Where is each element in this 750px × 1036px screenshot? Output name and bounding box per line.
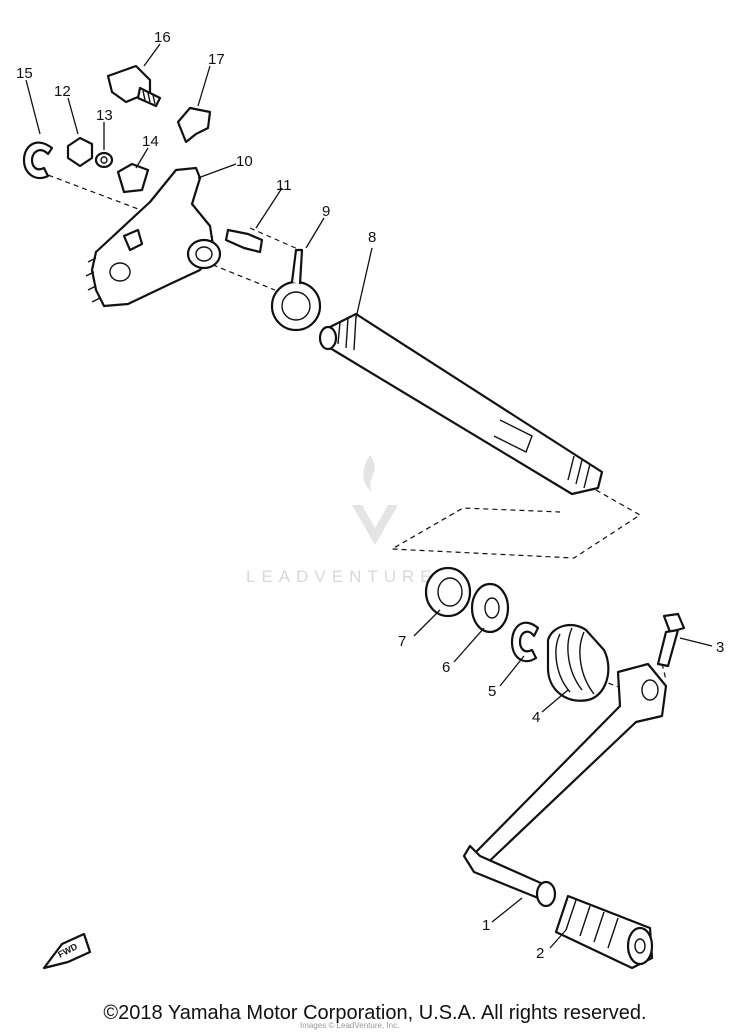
part-14-bracket [116,162,150,194]
shift-pedal-arm [462,662,668,908]
part-12-nut [66,136,94,168]
part-label-11: 11 [276,177,292,194]
part-6-washer [470,582,510,634]
part-5-circlip [510,621,540,663]
part-label-16: 16 [154,29,171,46]
part-label-15: 15 [16,65,33,82]
part-label-1: 1 [482,917,490,934]
leader-lines [25,43,713,949]
part-17-clip [176,106,212,144]
part-label-10: 10 [236,153,253,170]
part-label-8: 8 [368,229,376,246]
part-16-bolt [106,64,162,108]
part-label-2: 2 [536,945,544,962]
part-labels: 1 2 3 4 5 6 7 8 9 10 11 12 13 14 15 16 1… [16,29,724,962]
part-label-6: 6 [442,659,450,676]
part-label-12: 12 [54,83,71,100]
part-15-circlip [22,141,54,180]
copyright-notice: ©2018 Yamaha Motor Corporation, U.S.A. A… [103,1002,647,1024]
watermark-text: LEADVENTURE [246,567,438,586]
part-8-shift-shaft [318,312,604,496]
part-label-4: 4 [532,709,540,726]
fwd-arrow: FWD [42,932,92,970]
part-3-bolt [656,612,686,668]
part-10-shift-arm [85,166,222,308]
part-7-oil-seal [424,566,472,618]
leadventure-watermark: LEADVENTURE [246,455,438,586]
part-2-pedal-rubber [554,894,654,970]
part-13-washer [94,151,114,169]
part-9-spring [270,248,322,332]
part-label-7: 7 [398,633,406,650]
part-label-9: 9 [322,203,330,220]
watermark-subtext: Images © LeadVenture, Inc. [300,1021,399,1030]
part-label-5: 5 [488,683,496,700]
part-label-14: 14 [142,133,159,150]
part-11-pin [224,228,264,254]
part-label-17: 17 [208,51,225,68]
part-4-rubber-boot [546,623,610,702]
part-label-13: 13 [96,107,113,124]
part-label-3: 3 [716,639,724,656]
